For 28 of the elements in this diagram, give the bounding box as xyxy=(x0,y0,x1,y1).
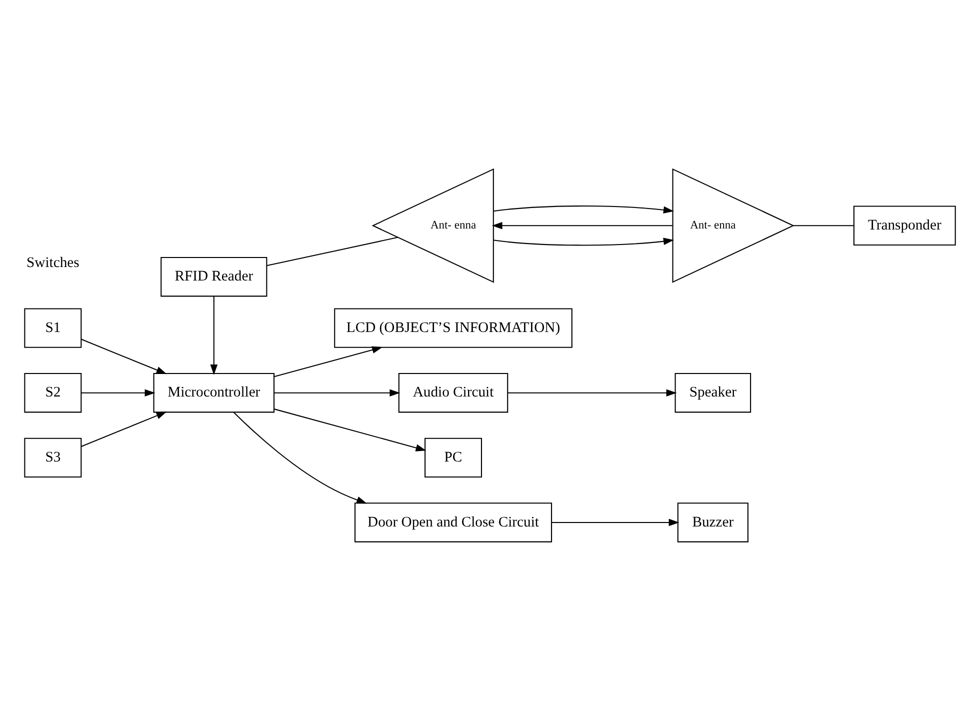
label: Switches xyxy=(26,255,80,272)
arrow xyxy=(552,518,680,526)
node-box: LCD (OBJECT’S INFORMATION) xyxy=(334,308,572,348)
node-box: S3 xyxy=(24,438,82,478)
node-box: Audio Circuit xyxy=(398,373,508,413)
node-box: S2 xyxy=(24,373,82,413)
arrow xyxy=(81,338,167,374)
arrow xyxy=(81,412,167,448)
arrow xyxy=(493,206,674,214)
node-box: PC xyxy=(424,438,482,478)
arrow xyxy=(492,222,672,230)
node-box: RFID Reader xyxy=(160,256,268,297)
node-box: Buzzer xyxy=(677,502,748,542)
arrow xyxy=(210,296,218,375)
node-box: S1 xyxy=(24,308,82,348)
arrow xyxy=(81,389,156,397)
connector xyxy=(266,236,398,266)
node-box: Speaker xyxy=(674,373,752,413)
arrow xyxy=(274,346,383,378)
connector xyxy=(793,225,854,226)
node-box: Transponder xyxy=(853,206,956,246)
arrow xyxy=(493,238,674,246)
arrow xyxy=(508,389,677,397)
arrow xyxy=(234,412,368,504)
arrow xyxy=(274,389,400,397)
arrow xyxy=(274,408,426,452)
node-box: Door Open and Close Circuit xyxy=(354,502,552,542)
node-box: Microcontroller xyxy=(153,373,275,413)
